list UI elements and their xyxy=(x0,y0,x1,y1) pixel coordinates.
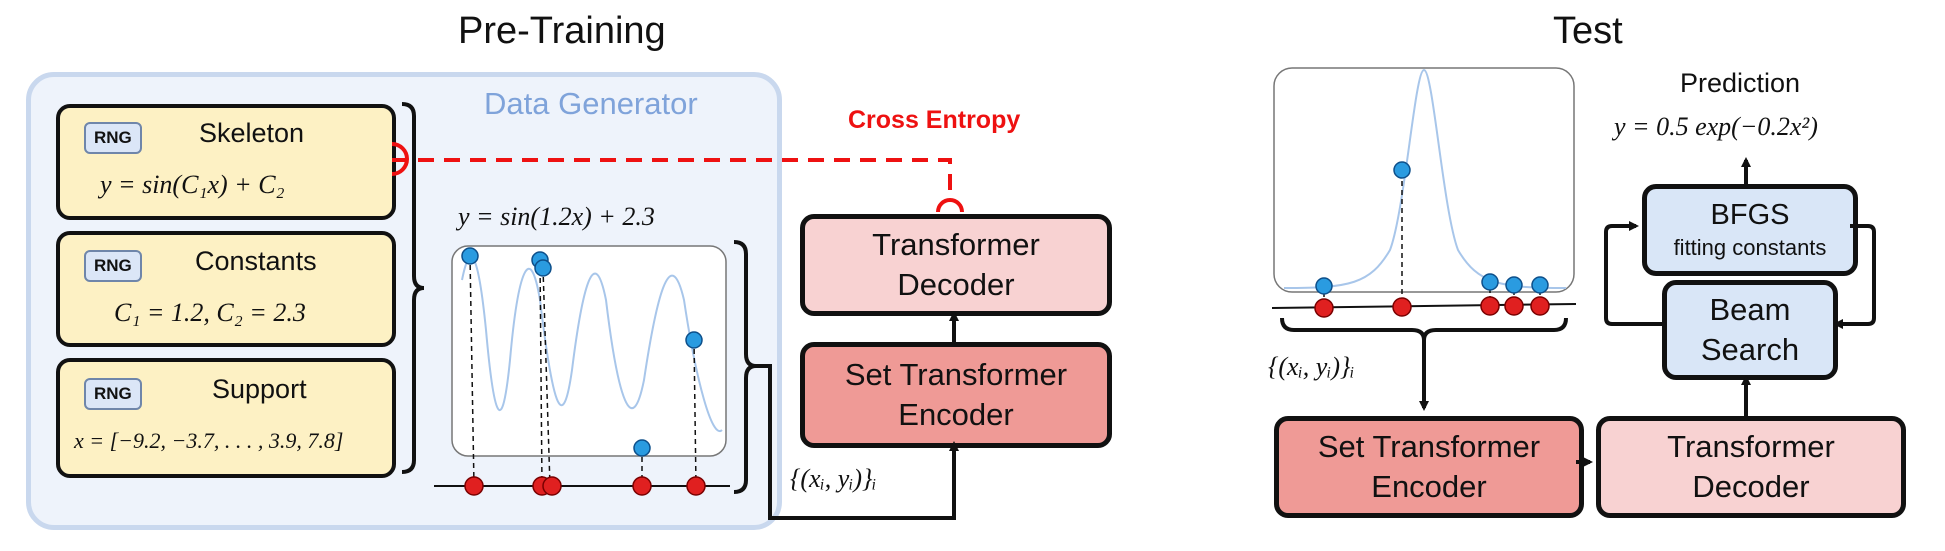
x-point xyxy=(632,476,652,496)
y-point xyxy=(1315,277,1333,295)
constants-formula: C₁ = 1.2, C₂ = 2.3 xyxy=(114,298,306,327)
bfgs-to-beam-arrow xyxy=(1833,224,1876,329)
test-pairs-label: {(xᵢ, yᵢ)}ᵢ xyxy=(1268,352,1355,381)
y-point xyxy=(685,331,703,349)
y-point xyxy=(1505,276,1523,294)
prediction-title: Prediction xyxy=(1680,68,1801,98)
cross-entropy-cap-decoder xyxy=(936,198,964,213)
plot-brace xyxy=(733,240,757,494)
x-point xyxy=(1392,297,1412,317)
x-point xyxy=(1480,296,1500,316)
bfgs-sublabel: fitting constants xyxy=(1673,235,1827,261)
beam-to-bfgs-arrow xyxy=(1604,221,1662,326)
pretraining-pairs-label: {(xᵢ, yᵢ)}ᵢ xyxy=(790,464,877,493)
x-point xyxy=(1314,298,1334,318)
y-point xyxy=(1481,273,1499,291)
x-point xyxy=(1504,296,1524,316)
y-point xyxy=(633,439,651,457)
test-plot-frame xyxy=(1273,67,1575,293)
data-to-encoder-arrow xyxy=(756,364,959,520)
rng-badge: RNG xyxy=(84,122,142,154)
bfgs-label: BFGS xyxy=(1710,199,1790,232)
y-point xyxy=(461,247,479,265)
y-point xyxy=(1393,161,1411,179)
x-point xyxy=(542,476,562,496)
y-point xyxy=(1531,276,1549,294)
cross-entropy-label: Cross Entropy xyxy=(848,106,1021,134)
test-brace xyxy=(1280,317,1568,341)
skeleton-formula: y = sin(C₁x) + C₂ xyxy=(100,170,285,199)
pretraining-plot-frame xyxy=(451,245,727,457)
plot-formula: y = sin(1.2x) + 2.3 xyxy=(458,202,655,231)
y-point xyxy=(534,259,552,277)
constants-label: Constants xyxy=(195,246,317,276)
support-label: Support xyxy=(212,374,307,404)
x-point xyxy=(686,476,706,496)
gaussian-curve xyxy=(1283,68,1567,289)
bfgs-box: BFGS fitting constants xyxy=(1642,184,1858,276)
test-title: Test xyxy=(1553,10,1623,52)
data-generator-label: Data Generator xyxy=(484,86,698,121)
cross-entropy-cap-left xyxy=(391,142,409,176)
prediction-formula: y = 0.5 exp(−0.2x²) xyxy=(1614,112,1818,141)
rng-badge: RNG xyxy=(84,250,142,282)
pretraining-encoder-box: Set Transformer Encoder xyxy=(800,342,1112,448)
sine-curve xyxy=(461,256,723,433)
rng-badge: RNG xyxy=(84,378,142,410)
cross-entropy-line xyxy=(392,158,952,198)
x-point xyxy=(1530,296,1550,316)
x-point xyxy=(464,476,484,496)
beam-search-label: Beam Search xyxy=(1700,292,1800,367)
test-decoder-box: Transformer Decoder xyxy=(1596,416,1906,518)
test-encoder-label: Set Transformer Encoder xyxy=(1317,429,1541,504)
test-encoder-box: Set Transformer Encoder xyxy=(1274,416,1584,518)
generator-brace xyxy=(401,102,425,474)
skeleton-label: Skeleton xyxy=(199,118,305,148)
pretraining-title: Pre-Training xyxy=(458,10,666,52)
support-formula: x = [−9.2, −3.7, . . . , 3.9, 7.8] xyxy=(74,428,344,453)
test-decoder-label: Transformer Decoder xyxy=(1667,429,1835,504)
pretraining-decoder-label: Transformer Decoder xyxy=(872,227,1040,302)
pretraining-encoder-label: Set Transformer Encoder xyxy=(844,357,1068,432)
